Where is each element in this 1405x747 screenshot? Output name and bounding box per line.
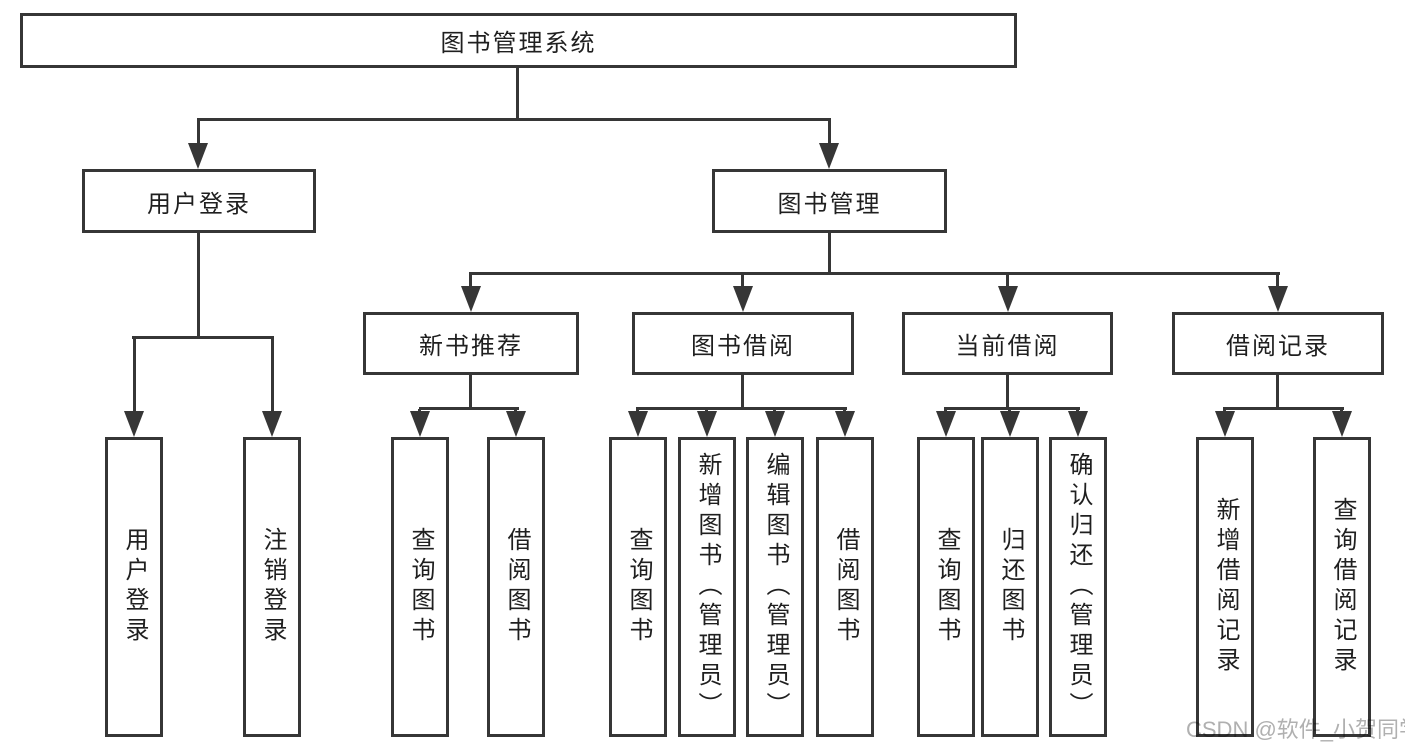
arrow-down-icon	[188, 143, 208, 169]
arrow-down-icon	[998, 286, 1018, 312]
arrow-down-icon	[1215, 411, 1235, 437]
connector-user-login-rail	[132, 336, 274, 339]
connector-level1-rail	[197, 118, 831, 121]
leaf-query-book-1-label: 查询图书	[407, 527, 434, 647]
connector-rail	[636, 407, 847, 410]
node-current-borrow-label: 当前借阅	[955, 333, 1060, 360]
leaf-query-book-2: 查询图书	[609, 437, 667, 737]
leaf-confirm-return: 确认归还（管理员）	[1049, 437, 1107, 737]
connector-level3-rail	[469, 272, 1280, 275]
leaf-add-borrow-record: 新增借阅记录	[1196, 437, 1254, 737]
node-borrow-records-label: 借阅记录	[1226, 333, 1330, 360]
connector-drop	[1276, 274, 1279, 287]
connector-drop	[1006, 274, 1009, 287]
leaf-borrow-book-1-label: 借阅图书	[503, 527, 530, 647]
node-new-book-recommend: 新书推荐	[363, 312, 579, 375]
leaf-borrow-book-2: 借阅图书	[816, 437, 874, 737]
leaf-user-login: 用户登录	[105, 437, 163, 737]
connector-drop	[741, 274, 744, 287]
node-book-management: 图书管理	[712, 169, 947, 233]
connector-root-stem	[516, 68, 519, 121]
connector-rail	[944, 407, 1080, 410]
arrow-down-icon	[506, 411, 526, 437]
leaf-query-book-3-label: 查询图书	[933, 527, 960, 647]
arrow-down-icon	[124, 411, 144, 437]
node-book-borrow-label: 图书借阅	[691, 333, 795, 360]
connector-user-login-stem	[197, 233, 200, 338]
arrow-down-icon	[1000, 411, 1020, 437]
leaf-borrow-book-2-label: 借阅图书	[832, 527, 859, 647]
node-user-login-label: 用户登录	[147, 190, 251, 218]
leaf-confirm-return-label: 确认归还（管理员）	[1065, 452, 1092, 722]
leaf-return-book-label: 归还图书	[997, 527, 1024, 647]
connector-rail	[419, 407, 519, 410]
connector-drop	[469, 274, 472, 287]
connector-rail	[1223, 407, 1344, 410]
arrow-down-icon	[628, 411, 648, 437]
connector-stem	[469, 375, 472, 409]
leaf-return-book: 归还图书	[981, 437, 1039, 737]
node-root-label: 图书管理系统	[440, 30, 597, 57]
leaf-query-book-1: 查询图书	[391, 437, 449, 737]
arrow-down-icon	[1332, 411, 1352, 437]
leaf-query-book-3: 查询图书	[917, 437, 975, 737]
leaf-logout-label: 注销登录	[259, 527, 286, 647]
node-user-login: 用户登录	[82, 169, 316, 233]
leaf-add-borrow-record-label: 新增借阅记录	[1212, 497, 1239, 677]
arrow-down-icon	[936, 411, 956, 437]
csdn-watermark: CSDN @软件_小贺同学	[1186, 717, 1405, 742]
node-book-management-label: 图书管理	[777, 190, 882, 218]
arrow-down-icon	[697, 411, 717, 437]
arrow-down-icon	[819, 143, 839, 169]
connector-drop	[133, 338, 136, 412]
arrow-down-icon	[461, 286, 481, 312]
connector-book-mgmt-stem	[828, 233, 831, 274]
connector-drop	[271, 338, 274, 412]
arrow-down-icon	[835, 411, 855, 437]
leaf-query-book-2-label: 查询图书	[625, 527, 652, 647]
arrow-down-icon	[1068, 411, 1088, 437]
node-current-borrow: 当前借阅	[902, 312, 1113, 375]
arrow-down-icon	[1268, 286, 1288, 312]
arrow-down-icon	[262, 411, 282, 437]
leaf-query-borrow-record: 查询借阅记录	[1313, 437, 1371, 737]
node-book-borrow: 图书借阅	[632, 312, 854, 375]
connector-stem	[1006, 375, 1009, 409]
node-borrow-records: 借阅记录	[1172, 312, 1384, 375]
leaf-edit-book: 编辑图书（管理员）	[746, 437, 804, 737]
leaf-add-book-label: 新增图书（管理员）	[694, 452, 721, 722]
arrow-down-icon	[733, 286, 753, 312]
leaf-logout: 注销登录	[243, 437, 301, 737]
leaf-add-book: 新增图书（管理员）	[678, 437, 736, 737]
connector-drop-user-login	[197, 120, 200, 146]
node-new-book-recommend-label: 新书推荐	[419, 333, 523, 360]
connector-drop-book-mgmt	[828, 120, 831, 146]
node-root: 图书管理系统	[20, 13, 1017, 68]
arrow-down-icon	[765, 411, 785, 437]
leaf-user-login-label: 用户登录	[121, 527, 148, 647]
leaf-borrow-book-1: 借阅图书	[487, 437, 545, 737]
leaf-query-borrow-record-label: 查询借阅记录	[1329, 497, 1356, 677]
connector-stem	[741, 375, 744, 409]
leaf-edit-book-label: 编辑图书（管理员）	[762, 452, 789, 722]
connector-stem	[1276, 375, 1279, 409]
arrow-down-icon	[410, 411, 430, 437]
